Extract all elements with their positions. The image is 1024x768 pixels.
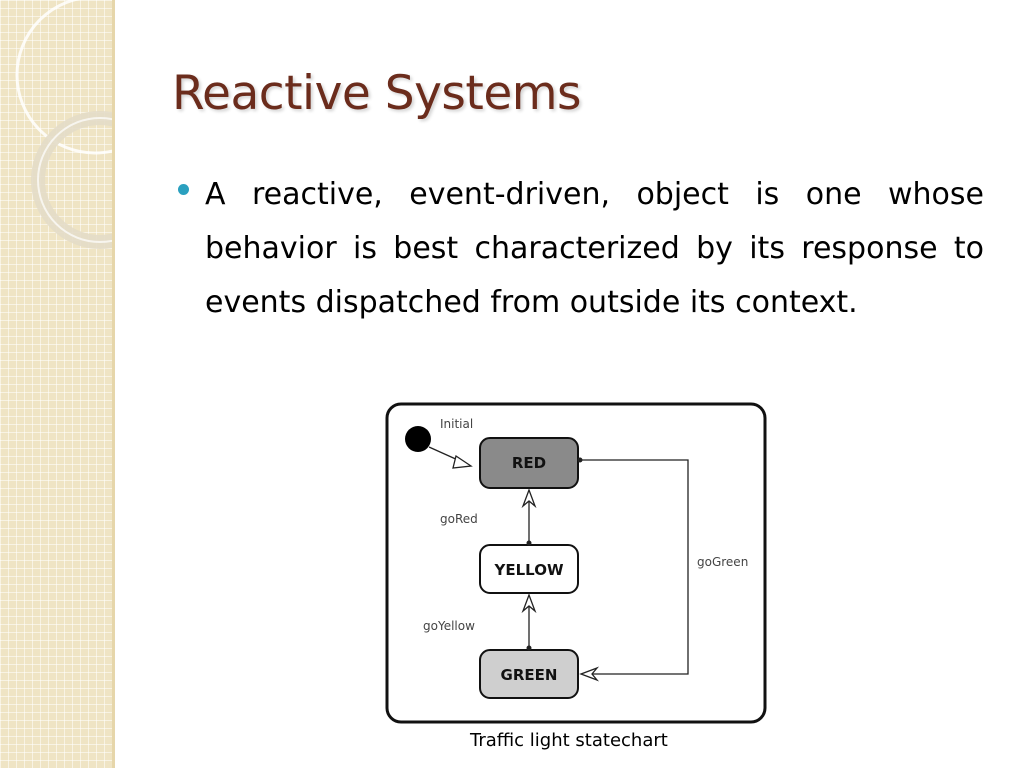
state-red-label: RED <box>512 454 546 472</box>
decorative-rings <box>15 0 112 249</box>
transition-go-yellow-arrowhead <box>521 593 537 614</box>
transition-go-green-source <box>577 457 583 463</box>
transition-go-green-arrowhead <box>579 666 600 682</box>
transition-go-yellow-label: goYellow <box>423 619 475 633</box>
transition-go-red-arrowhead <box>521 488 537 509</box>
bullet-dot-icon <box>178 184 189 195</box>
transition-go-red-label: goRed <box>440 512 478 526</box>
initial-state-node <box>405 426 431 452</box>
initial-label: Initial <box>440 417 473 431</box>
diagram-caption: Traffic light statechart <box>470 730 668 751</box>
initial-arrowhead <box>452 454 473 469</box>
transition-go-green-label: goGreen <box>697 555 748 569</box>
traffic-light-statechart: Initial RED YELLOW GREEN goRed goYellow … <box>385 402 767 724</box>
state-green-label: GREEN <box>501 666 558 684</box>
transition-go-green-line <box>580 459 689 675</box>
bullet-item: A reactive, event-driven, object is one … <box>178 168 984 330</box>
slide-title: Reactive Systems <box>172 66 582 121</box>
transition-go-red-source <box>526 540 532 546</box>
bullet-text: A reactive, event-driven, object is one … <box>205 177 984 320</box>
side-panel-edge <box>112 0 115 768</box>
state-red <box>479 437 579 489</box>
decorative-side-panel <box>0 0 112 768</box>
state-yellow-label: YELLOW <box>494 561 564 579</box>
transition-go-yellow-source <box>526 645 532 651</box>
